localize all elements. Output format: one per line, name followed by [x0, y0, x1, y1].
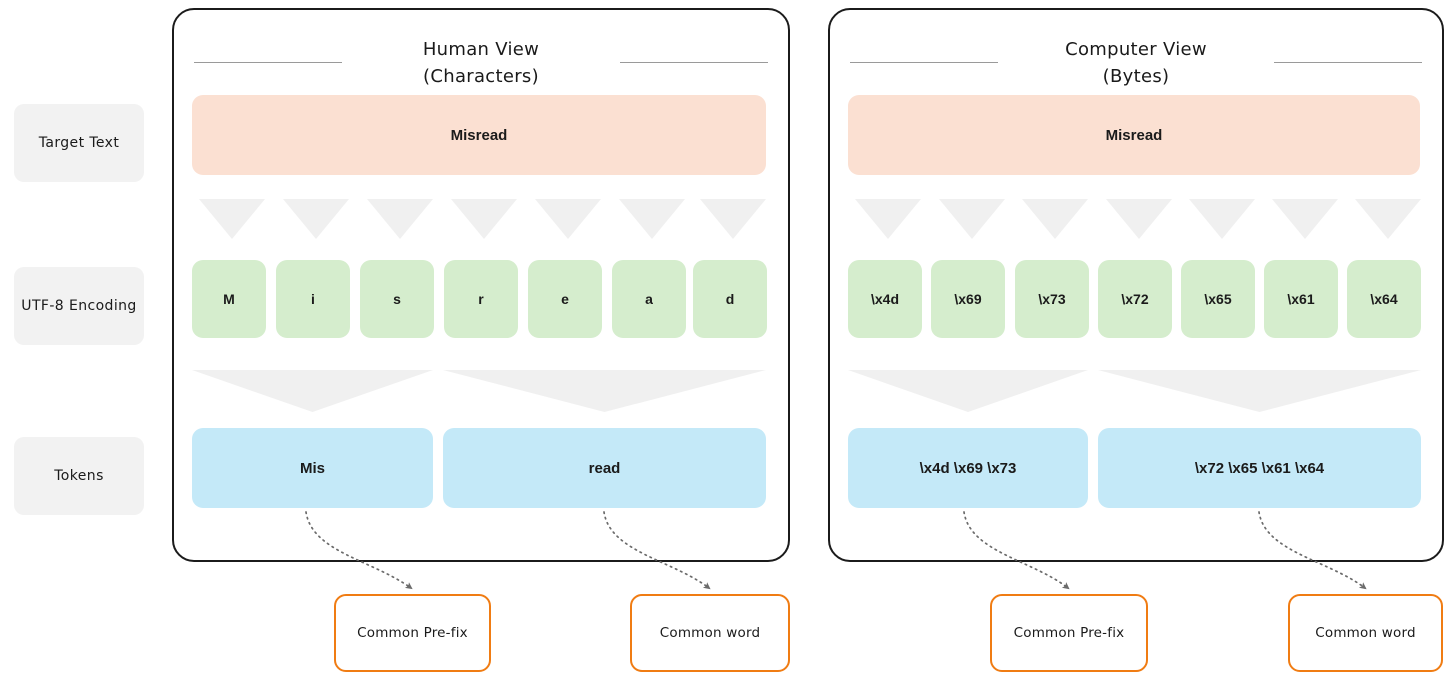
callout-common-prefix-label: Common Pre-fix — [357, 625, 468, 641]
callout-common-word: Common word — [630, 594, 790, 672]
char-cell-label: e — [561, 291, 569, 307]
byte-cell-label: \x73 — [1038, 291, 1066, 307]
char-cell-label: i — [311, 291, 315, 307]
byte-cell: \x4d — [848, 260, 922, 338]
panel-computer-view-header: Computer View (Bytes) — [850, 36, 1422, 98]
computer-target-text-bar: Misread — [848, 95, 1420, 175]
panel-human-view-title: Human View (Characters) — [422, 39, 540, 87]
token-box: \x4d \x69 \x73 — [848, 428, 1088, 508]
callout-common-word-label: Common word — [659, 625, 761, 641]
row-label-utf8-encoding: UTF-8 Encoding — [14, 267, 144, 345]
char-cell: a — [612, 260, 686, 338]
char-cell: r — [444, 260, 518, 338]
token-box: read — [443, 428, 766, 508]
byte-cell-label: \x61 — [1287, 291, 1315, 307]
callout-common-prefix: Common Pre-fix — [990, 594, 1148, 672]
human-target-text-label: Misread — [450, 126, 508, 144]
row-label-utf8-encoding-text: UTF-8 Encoding — [21, 297, 137, 314]
char-cell: d — [693, 260, 767, 338]
byte-cell-label: \x4d — [870, 291, 899, 307]
callout-common-prefix: Common Pre-fix — [334, 594, 491, 672]
byte-cell: \x64 — [1347, 260, 1421, 338]
byte-cell: \x69 — [931, 260, 1005, 338]
header-rule-left — [194, 62, 342, 63]
token-box-label: read — [588, 459, 621, 477]
byte-cell: \x73 — [1015, 260, 1089, 338]
row-label-target-text-text: Target Text — [38, 134, 120, 151]
header-rule-right — [1274, 62, 1422, 63]
byte-cell-label: \x69 — [954, 291, 982, 307]
token-box: Mis — [192, 428, 433, 508]
byte-cell: \x72 — [1098, 260, 1172, 338]
char-cell: e — [528, 260, 602, 338]
char-cell-label: r — [478, 291, 484, 307]
header-rule-right — [620, 62, 768, 63]
char-cell: M — [192, 260, 266, 338]
char-cell-label: a — [645, 291, 653, 307]
byte-cell: \x61 — [1264, 260, 1338, 338]
row-label-tokens: Tokens — [14, 437, 144, 515]
computer-target-text-label: Misread — [1105, 126, 1163, 144]
char-cell-label: s — [393, 291, 401, 307]
header-rule-left — [850, 62, 998, 63]
byte-cell-label: \x64 — [1370, 291, 1398, 307]
char-cell: s — [360, 260, 434, 338]
panel-computer-view-title: Computer View (Bytes) — [1065, 39, 1207, 87]
char-cell-label: d — [725, 291, 735, 307]
panel-human-view-header: Human View (Characters) — [194, 36, 768, 98]
token-box: \x72 \x65 \x61 \x64 — [1098, 428, 1421, 508]
callout-common-prefix-label: Common Pre-fix — [1013, 625, 1125, 641]
char-cell-label: M — [223, 291, 235, 307]
token-box-label: Mis — [299, 459, 325, 477]
token-box-label: \x72 \x65 \x61 \x64 — [1194, 459, 1325, 477]
human-target-text-bar: Misread — [192, 95, 766, 175]
byte-cell-label: \x65 — [1204, 291, 1232, 307]
row-label-target-text: Target Text — [14, 104, 144, 182]
token-box-label: \x4d \x69 \x73 — [919, 459, 1017, 477]
callout-common-word-label: Common word — [1315, 625, 1416, 641]
char-cell: i — [276, 260, 350, 338]
callout-common-word: Common word — [1288, 594, 1443, 672]
byte-cell-label: \x72 — [1121, 291, 1149, 307]
byte-cell: \x65 — [1181, 260, 1255, 338]
row-label-tokens-text: Tokens — [54, 467, 104, 484]
